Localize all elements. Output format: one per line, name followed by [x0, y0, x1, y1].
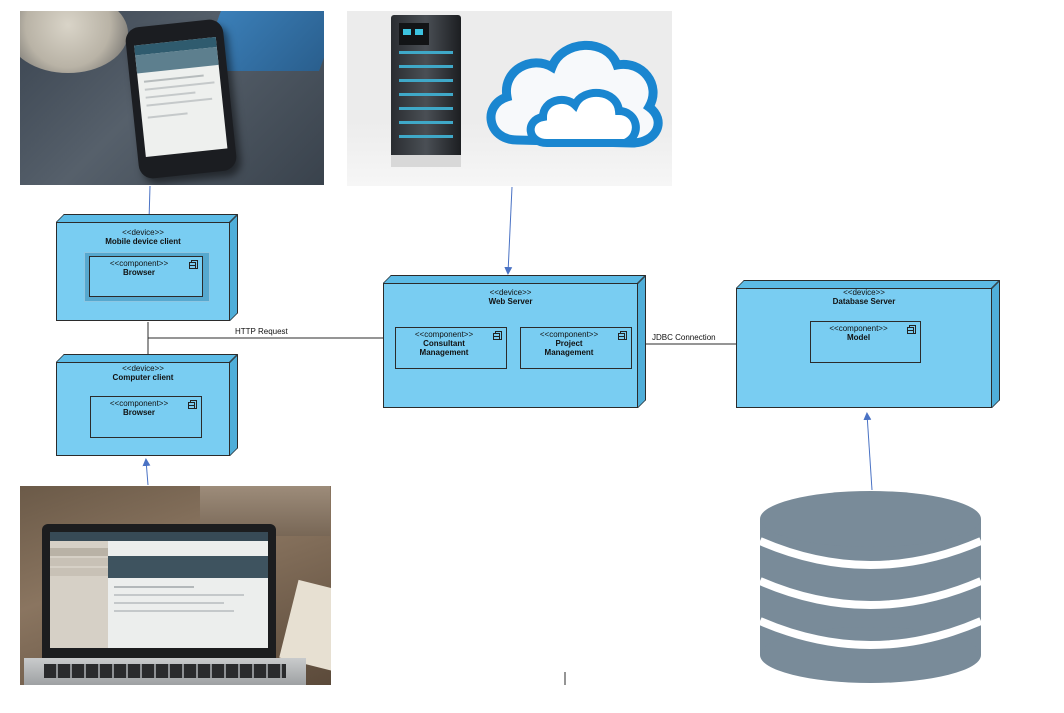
- server-tower-icon: [391, 15, 461, 167]
- laptop-photo: [20, 486, 331, 685]
- computer-client-node[interactable]: <<device>> Computer client <<component>>…: [56, 362, 230, 456]
- server-arrow: [504, 186, 513, 275]
- component-icon: [907, 325, 916, 334]
- web-server-node[interactable]: <<device>> Web Server <<component>> Cons…: [383, 283, 638, 408]
- laptop-arrow: [142, 458, 151, 486]
- mobile-device-node[interactable]: <<device>> Mobile device client <<compon…: [56, 222, 230, 321]
- jdbc-connection-label: JDBC Connection: [652, 333, 716, 342]
- web-server-title: Web Server: [488, 297, 533, 306]
- component-icon: [188, 400, 197, 409]
- project-management-component[interactable]: <<component>> Project Management: [520, 327, 632, 369]
- computer-client-title: Computer client: [112, 373, 174, 382]
- component-icon: [493, 331, 502, 340]
- phone-photo: [20, 11, 324, 185]
- laptop-icon: [42, 524, 276, 660]
- database-arrow: [863, 412, 873, 491]
- server-cloud-photo: [347, 11, 672, 186]
- cloud-icon: [486, 40, 663, 148]
- consultant-management-component[interactable]: <<component>> Consultant Management: [395, 327, 507, 369]
- mobile-browser-component[interactable]: <<component>> Browser: [89, 256, 203, 297]
- laptop-keyboard: [24, 658, 306, 685]
- component-icon: [618, 331, 627, 340]
- model-component[interactable]: <<component>> Model: [810, 321, 921, 363]
- database-server-node[interactable]: <<device>> Database Server <<component>>…: [736, 288, 992, 408]
- database-server-title: Database Server: [832, 297, 896, 306]
- http-request-label: HTTP Request: [235, 327, 288, 336]
- component-icon: [189, 260, 198, 269]
- computer-browser-component[interactable]: <<component>> Browser: [90, 396, 202, 438]
- database-icon: [758, 491, 983, 683]
- mobile-device-title: Mobile device client: [105, 237, 181, 246]
